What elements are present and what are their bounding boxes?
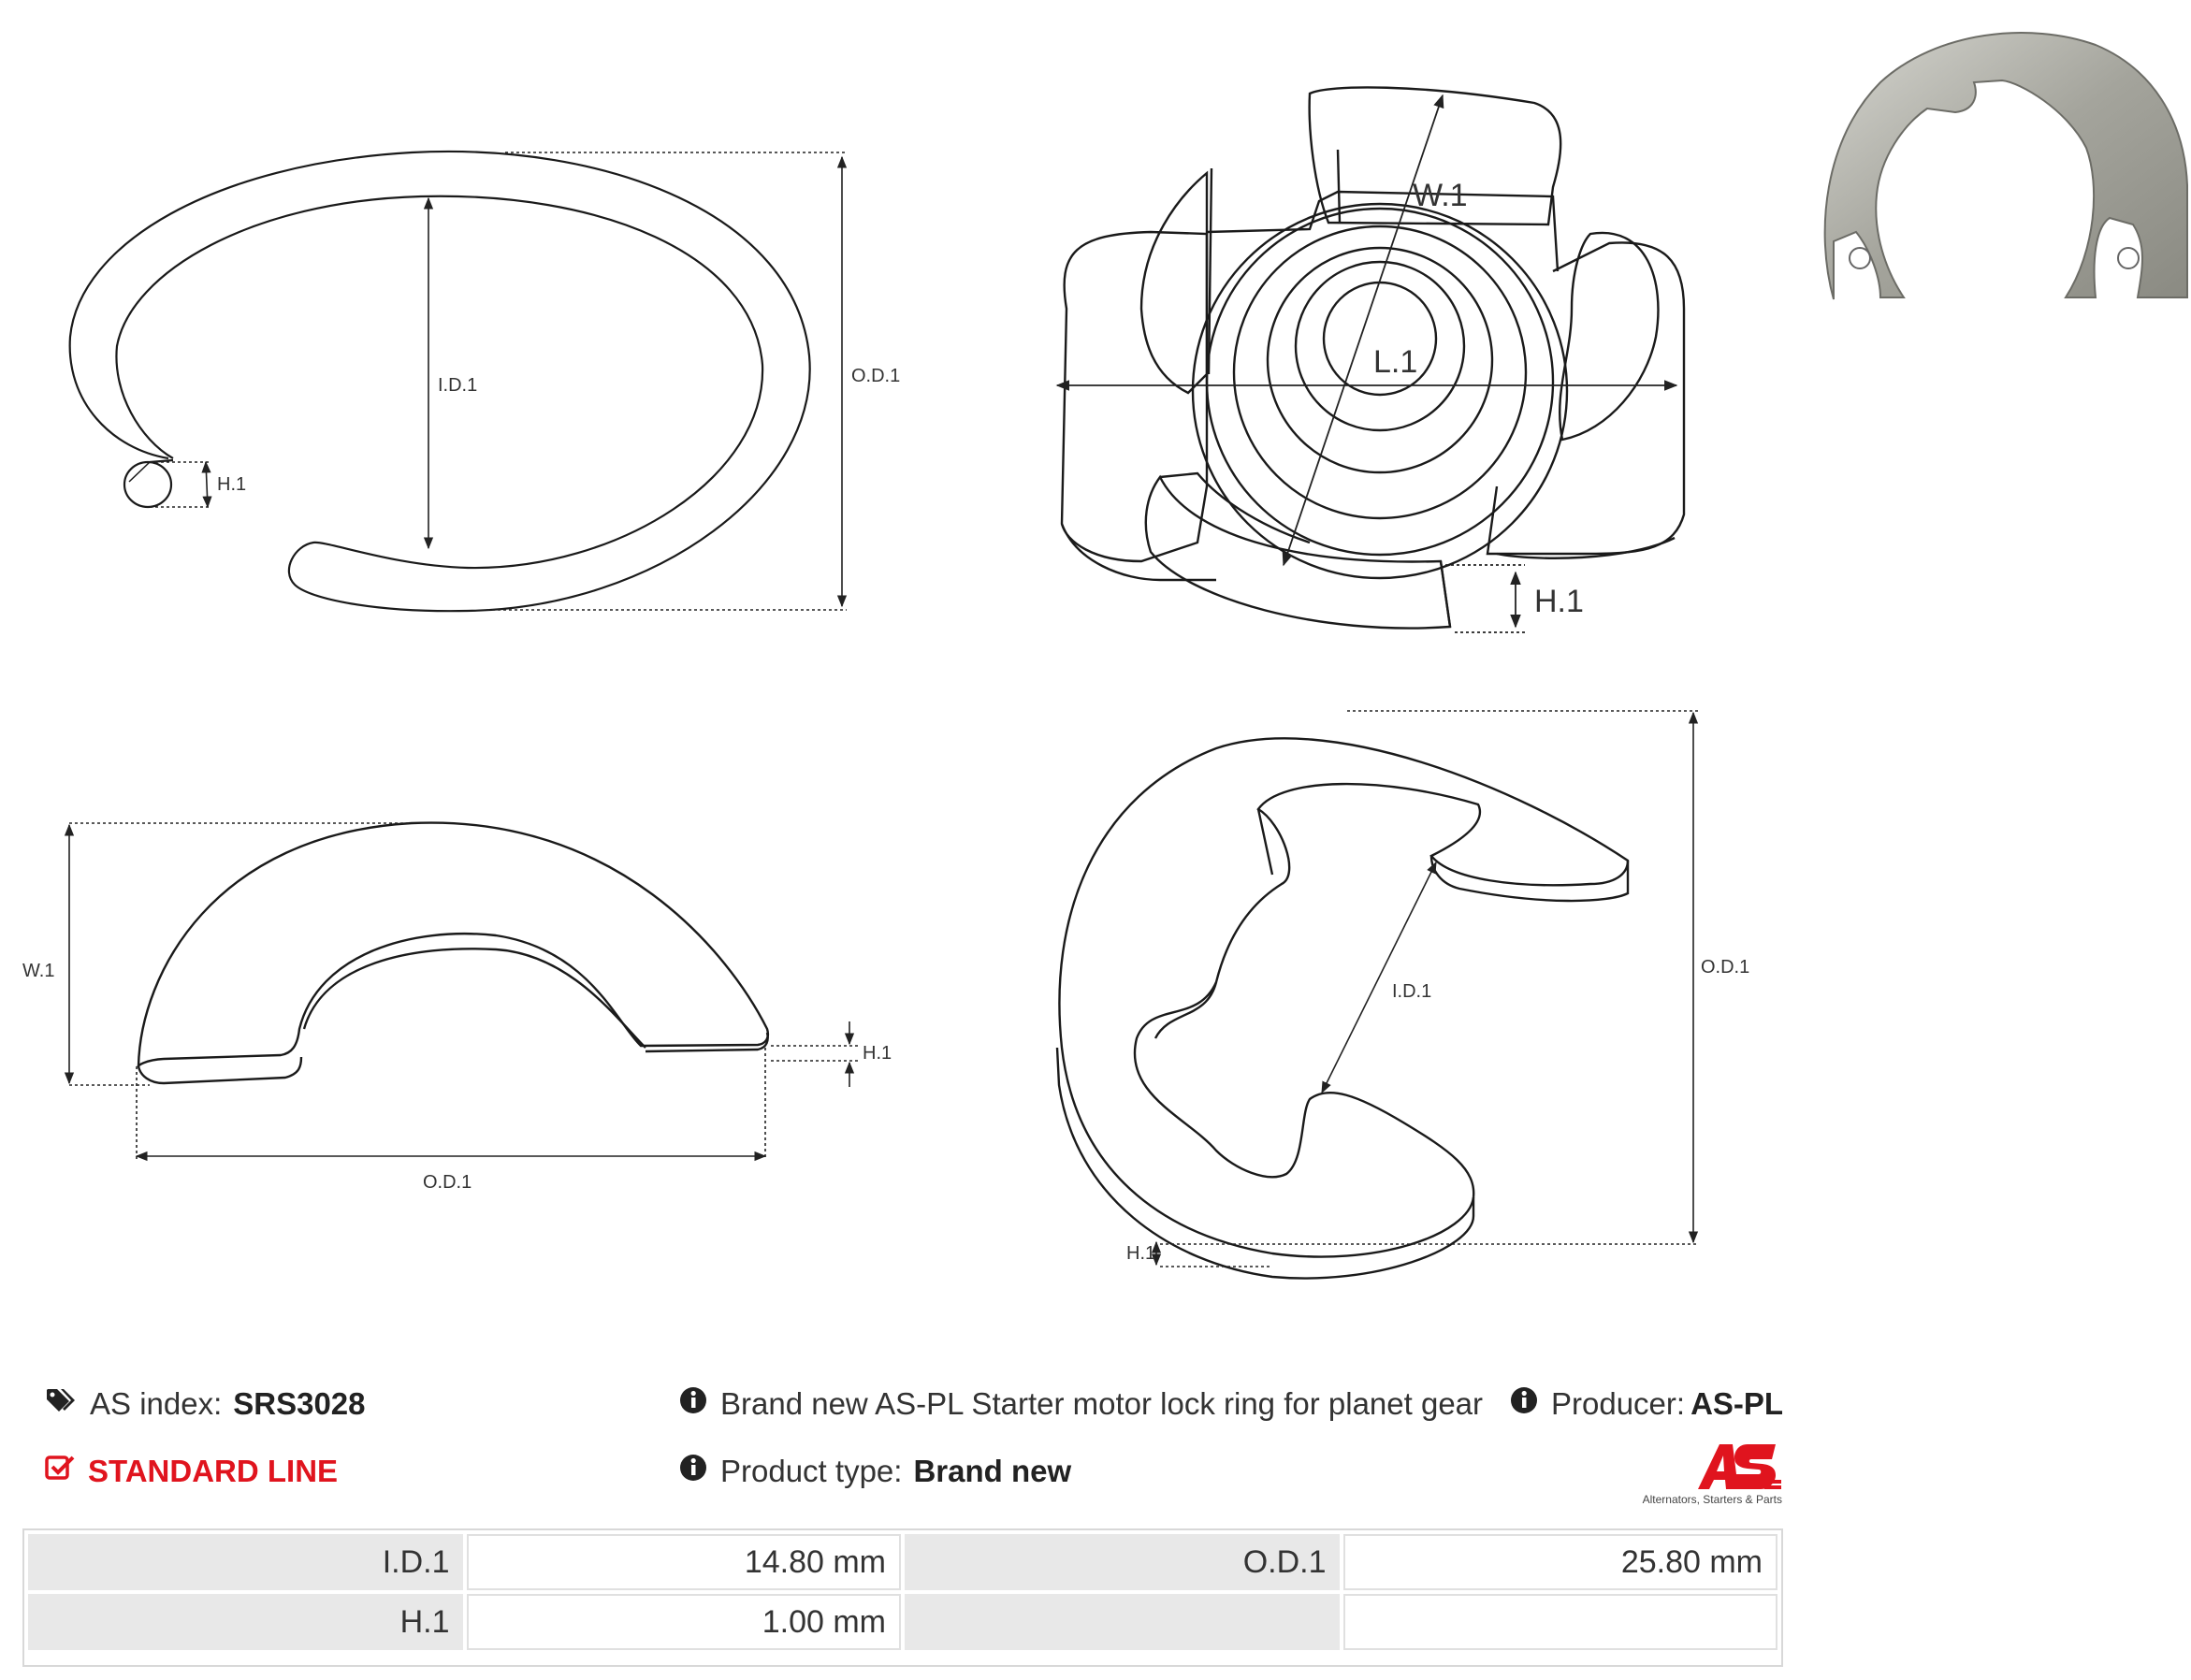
drawing-ring-perspective — [68, 150, 811, 613]
spec-value: 1.00 mm — [466, 1594, 901, 1650]
spec-value: 14.80 mm — [466, 1534, 901, 1590]
standard-line-row: STANDARD LINE — [45, 1454, 338, 1489]
dims-ring-side — [64, 822, 859, 1162]
label-od-top-left: O.D.1 — [851, 366, 900, 386]
drawing-eclip — [1055, 737, 1630, 1280]
label-h-top-left: H.1 — [217, 474, 246, 495]
producer-row: Producer: AS-PL — [1510, 1386, 1783, 1422]
description-row: Brand new AS-PL Starter motor lock ring … — [679, 1386, 1483, 1422]
label-id-top-left: I.D.1 — [438, 375, 477, 396]
producer-label: Producer: — [1551, 1386, 1686, 1421]
spec-key: O.D.1 — [905, 1534, 1340, 1590]
label-h-top-right: H.1 — [1534, 584, 1584, 619]
table-row: H.1 1.00 mm — [28, 1594, 1777, 1650]
check-square-icon — [45, 1454, 75, 1489]
as-index-label: AS index: — [90, 1386, 223, 1421]
logo-tagline: Alternators, Starters & Parts — [1642, 1493, 1782, 1506]
info-circle-icon — [679, 1386, 707, 1422]
standard-line-label: STANDARD LINE — [88, 1454, 339, 1488]
spec-key: I.D.1 — [28, 1534, 463, 1590]
label-h-bottom-right: H.1 — [1126, 1243, 1155, 1264]
tags-icon — [45, 1386, 77, 1422]
label-l-top-right: L.1 — [1373, 344, 1417, 380]
technical-drawings: I.D.1 O.D.1 H.1 W.1 L — [22, 86, 1749, 1280]
label-w-top-right: W.1 — [1413, 178, 1468, 213]
label-id-bottom-right: I.D.1 — [1392, 981, 1431, 1002]
dims-eclip — [1151, 710, 1699, 1267]
label-h-bottom-left: H.1 — [863, 1043, 892, 1064]
producer-value: AS-PL — [1690, 1386, 1784, 1421]
product-type-label: Product type: — [720, 1454, 903, 1488]
spec-value — [1342, 1594, 1777, 1650]
spec-value: 25.80 mm — [1342, 1534, 1777, 1590]
product-type-row: Product type: Brand new — [679, 1454, 1071, 1489]
info-circle-icon — [679, 1454, 707, 1489]
dims-ring-perspective — [150, 152, 848, 611]
table-row: I.D.1 14.80 mm O.D.1 25.80 mm — [28, 1534, 1777, 1590]
product-type-value: Brand new — [913, 1454, 1072, 1488]
drawing-ring-side — [137, 821, 770, 1085]
description-text: Brand new AS-PL Starter motor lock ring … — [720, 1386, 1484, 1421]
as-logo: Alternators, Starters & Parts — [1609, 1439, 1782, 1512]
as-index-value: SRS3028 — [233, 1386, 366, 1421]
product-photo — [1823, 32, 2188, 300]
spec-table: I.D.1 14.80 mm O.D.1 25.80 mm H.1 1.00 m… — [24, 1530, 1781, 1654]
as-index-row: AS index: SRS3028 — [45, 1386, 366, 1422]
dims-gear-assembly — [1055, 94, 1678, 633]
spec-table-frame — [22, 1528, 1783, 1667]
label-od-bottom-right: O.D.1 — [1701, 957, 1749, 978]
spec-key: H.1 — [28, 1594, 463, 1650]
info-circle-icon — [1510, 1386, 1538, 1422]
label-od-bottom-left: O.D.1 — [423, 1172, 472, 1193]
spec-key — [905, 1594, 1340, 1650]
as-logo-mark — [1698, 1444, 1781, 1489]
label-w-bottom-left: W.1 — [22, 961, 54, 981]
